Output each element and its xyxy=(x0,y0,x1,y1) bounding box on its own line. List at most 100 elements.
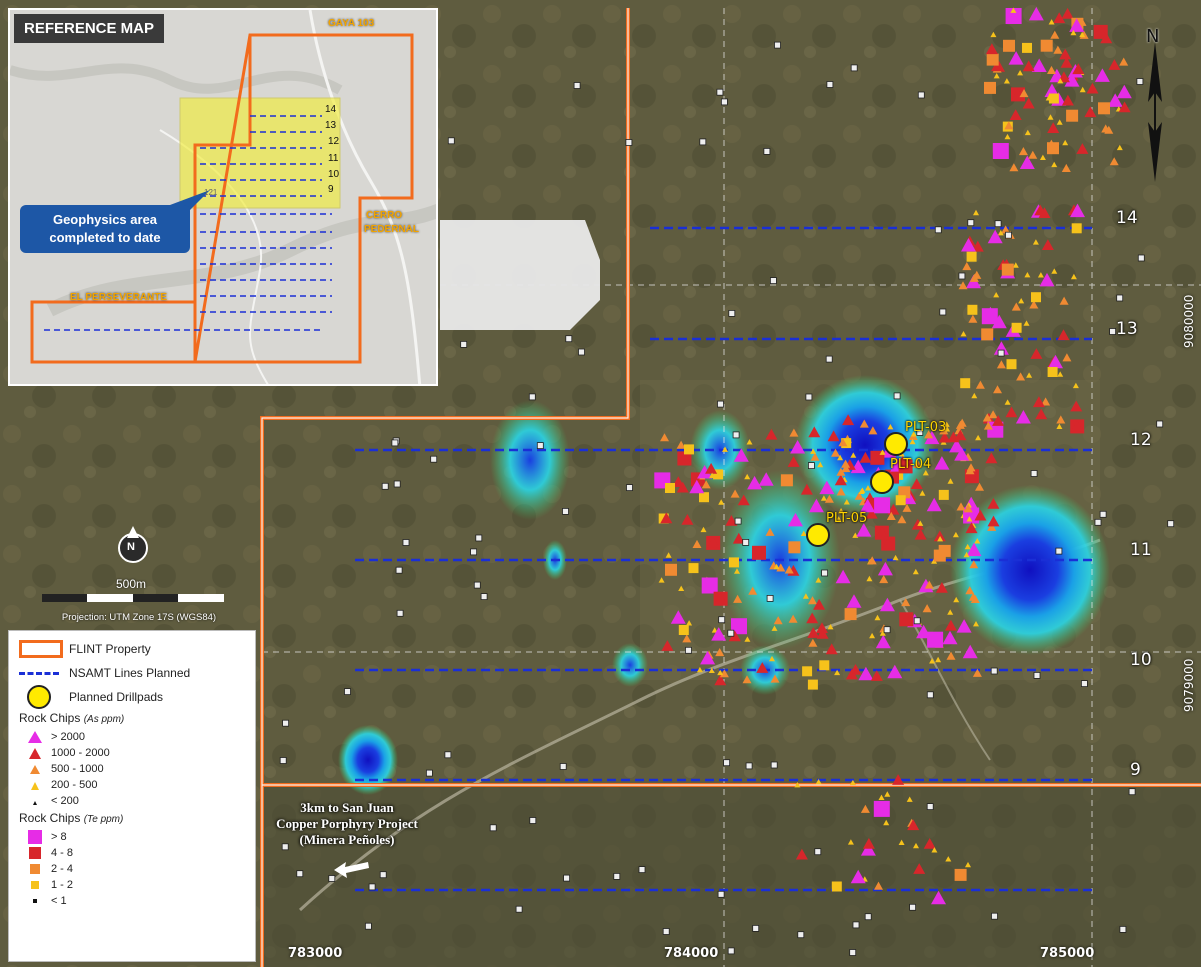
sample-location-marker xyxy=(723,759,730,767)
as-sample-marker xyxy=(882,537,895,549)
sample-location-marker xyxy=(849,949,857,956)
as-sample-marker xyxy=(758,472,774,486)
drillpad-markers xyxy=(806,432,908,547)
line-label-12: 12 xyxy=(1130,430,1152,450)
sample-location-marker xyxy=(934,226,942,234)
as-sample-marker xyxy=(1047,114,1054,120)
as-sample-marker xyxy=(701,494,707,500)
legend-label: 1000 - 2000 xyxy=(51,747,110,759)
as-sample-marker xyxy=(1018,298,1025,304)
sample-location-marker xyxy=(770,761,778,769)
as-sample-marker xyxy=(1019,155,1035,169)
as-sample-marker xyxy=(935,656,942,663)
as-sample-marker xyxy=(1029,300,1039,309)
as-sample-marker xyxy=(924,430,934,439)
sample-location-marker xyxy=(994,220,1002,228)
sample-location-marker xyxy=(475,534,483,542)
sample-location-marker xyxy=(279,757,287,764)
as-sample-marker xyxy=(790,440,806,454)
sample-location-marker xyxy=(626,484,633,492)
as-sample-marker xyxy=(988,410,998,419)
as-sample-marker xyxy=(700,526,707,533)
as-sample-marker xyxy=(965,586,975,595)
as-sample-marker xyxy=(718,499,725,505)
sample-location-marker xyxy=(926,803,934,810)
as-sample-marker xyxy=(714,674,727,686)
as-sample-marker xyxy=(813,598,826,610)
as-sample-marker xyxy=(702,578,718,592)
as-sample-marker xyxy=(776,563,786,572)
as-sample-marker xyxy=(827,430,840,442)
as-sample-marker xyxy=(897,497,904,503)
as-sample-marker xyxy=(917,520,924,526)
as-sample-marker xyxy=(737,494,750,506)
sample-location-marker xyxy=(991,912,998,920)
sample-location-marker xyxy=(296,870,304,878)
as-sample-marker xyxy=(945,856,952,862)
as-sample-marker xyxy=(944,619,957,631)
sample-location-marker xyxy=(997,349,1005,357)
inset-label: PEDERNAL xyxy=(364,224,420,235)
sample-location-marker xyxy=(573,82,581,89)
legend-label: FLINT Property xyxy=(69,642,151,656)
legend-label: > 8 xyxy=(51,831,67,843)
as-sample-marker xyxy=(1053,45,1063,54)
as-sample-marker xyxy=(946,651,956,660)
as-sample-marker xyxy=(837,454,844,461)
as-sample-marker xyxy=(960,331,967,337)
as-sample-marker xyxy=(933,530,946,542)
north-arrow-icon xyxy=(1148,42,1162,182)
line-label-11: 11 xyxy=(1130,540,1152,560)
as-sample-marker xyxy=(859,487,866,493)
as-sample-marker xyxy=(690,565,697,571)
as-sample-marker xyxy=(686,446,692,452)
as-sample-marker xyxy=(969,560,979,569)
as-sample-marker xyxy=(1118,101,1131,113)
as-sample-marker xyxy=(1057,371,1064,377)
as-sample-marker xyxy=(854,491,864,500)
as-sample-marker xyxy=(892,554,899,561)
as-sample-marker xyxy=(965,470,978,481)
as-sample-marker xyxy=(929,658,936,664)
as-sample-marker xyxy=(658,577,665,583)
as-sample-marker xyxy=(804,668,811,674)
legend-label: Planned Drillpads xyxy=(69,690,164,704)
sample-location-marker xyxy=(717,400,724,408)
as-sample-marker xyxy=(665,552,672,558)
as-sample-marker xyxy=(968,314,978,323)
as-sample-marker xyxy=(1003,265,1013,274)
as-sample-marker xyxy=(816,627,829,639)
sample-location-marker xyxy=(917,91,925,99)
as-sample-marker xyxy=(859,451,872,463)
arrow-left-icon xyxy=(334,862,369,878)
as-sample-marker xyxy=(996,360,1006,369)
as-sample-marker xyxy=(943,421,950,427)
as-sample-marker xyxy=(802,593,809,599)
as-sample-marker xyxy=(717,669,724,676)
as-sample-marker xyxy=(1009,109,1022,120)
as-sample-marker xyxy=(1028,150,1038,159)
sample-location-marker xyxy=(515,905,523,913)
as-sample-marker xyxy=(787,456,800,467)
as-sample-marker xyxy=(734,568,740,574)
as-sample-marker xyxy=(834,669,841,676)
as-sample-marker xyxy=(707,536,720,548)
as-sample-marker xyxy=(1062,139,1069,146)
as-sample-marker xyxy=(1050,95,1057,101)
as-sample-marker xyxy=(935,582,948,593)
as-sample-marker xyxy=(836,467,846,476)
sample-location-marker xyxy=(763,147,771,155)
as-sample-marker xyxy=(993,341,1009,355)
as-sample-marker xyxy=(923,838,936,849)
as-sample-marker xyxy=(800,483,813,495)
as-sample-marker xyxy=(825,643,838,655)
as-sample-marker xyxy=(747,475,763,490)
as-sample-marker xyxy=(899,487,909,496)
sample-location-marker xyxy=(425,769,433,777)
as-sample-marker xyxy=(1023,320,1030,326)
as-sample-marker xyxy=(794,782,801,788)
property-swatch xyxy=(19,640,63,658)
legend-label: < 1 xyxy=(51,895,67,907)
as-sample-marker xyxy=(1012,262,1019,268)
